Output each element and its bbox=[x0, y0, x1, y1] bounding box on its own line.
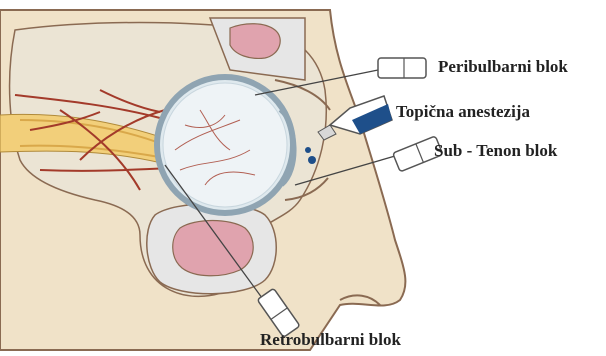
label-retrobulbar-block: Retrobulbarni blok bbox=[260, 330, 401, 350]
syringe-icon bbox=[378, 58, 426, 78]
lower-bone-block bbox=[147, 204, 276, 294]
label-peribulbar-block: Peribulbarni blok bbox=[438, 57, 568, 77]
label-topical-anesthesia: Topična anestezija bbox=[396, 102, 530, 122]
eyeball bbox=[157, 77, 295, 213]
label-sub-tenon-block: Sub - Tenon blok bbox=[434, 141, 557, 161]
